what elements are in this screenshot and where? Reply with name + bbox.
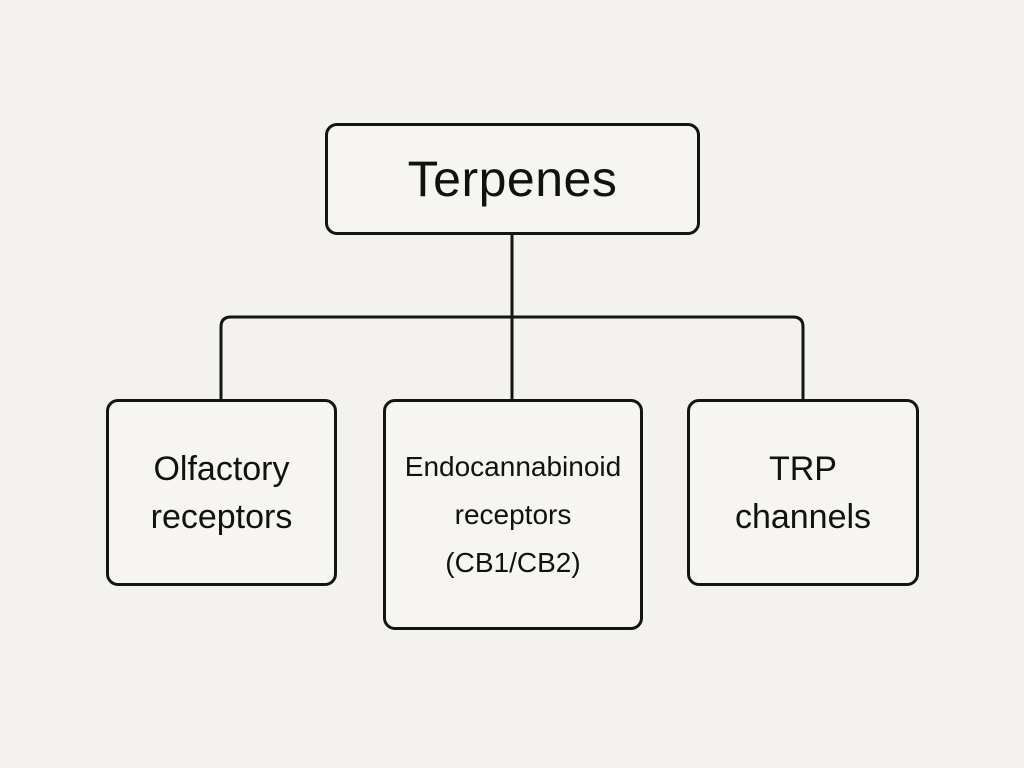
child-node-label: TRP channels [734,449,872,536]
child-node-label: Endocannabinoid receptors (CB1/CB2) [404,450,622,578]
child-node-label: Olfactory receptors [150,449,293,536]
root-node-label: Terpenes [407,151,618,207]
child-node-olfactory-receptors: Olfactory receptors [106,399,337,586]
child-node-trp-channels: TRP channels [687,399,919,586]
child-node-endocannabinoid-receptors: Endocannabinoid receptors (CB1/CB2) [383,399,643,630]
connector-horizontal-bus [219,315,805,399]
root-node-terpenes: Terpenes [325,123,700,235]
